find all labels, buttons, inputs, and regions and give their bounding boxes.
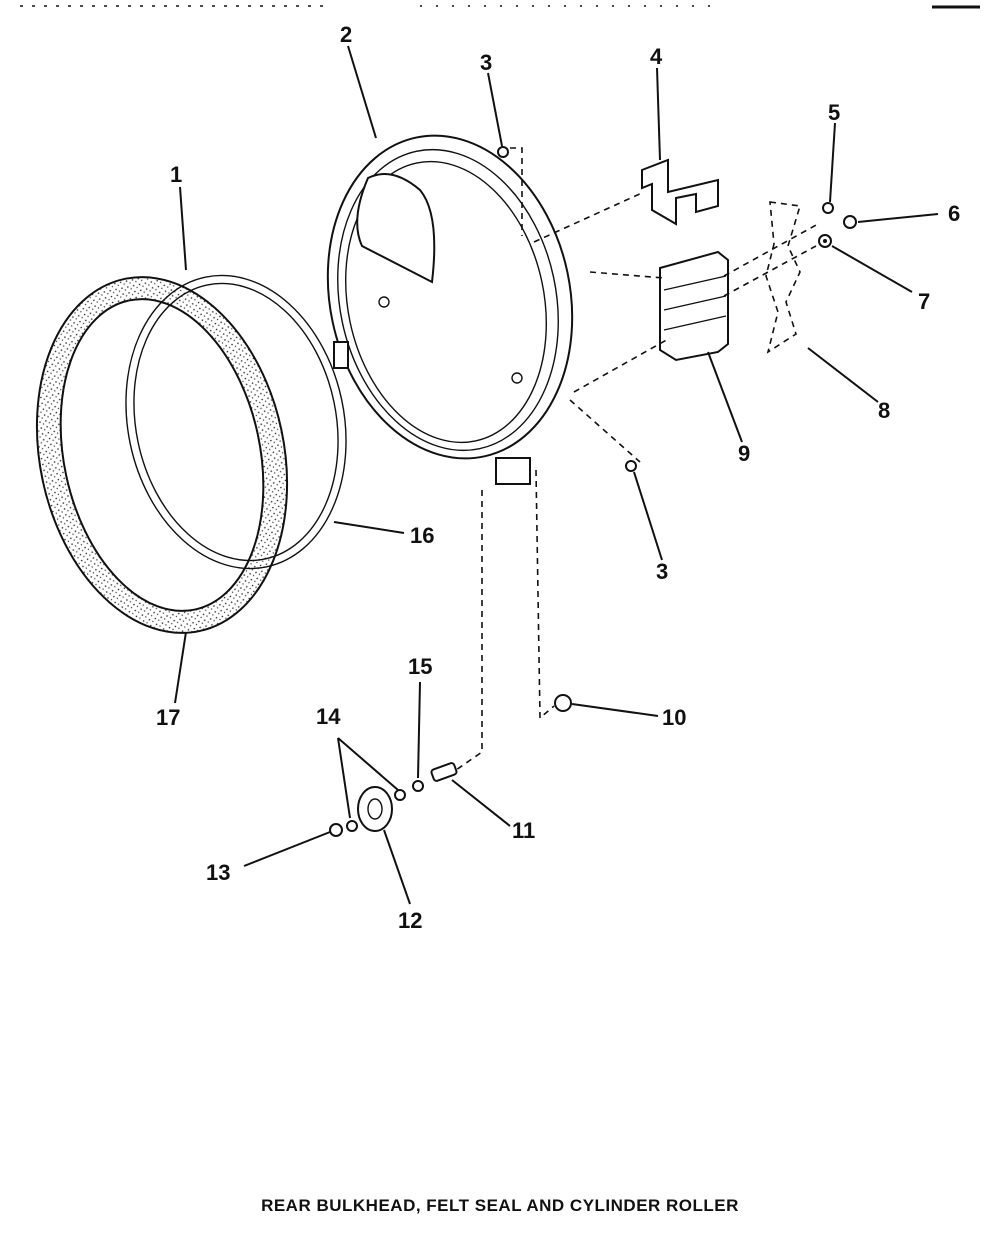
shaft-part-11 [430, 762, 458, 782]
bracket-part [641, 158, 719, 226]
washer-part-7 [818, 234, 832, 248]
callout-11: 11 [512, 818, 535, 843]
washer-part-14a [394, 789, 406, 801]
cover-plate-part [765, 201, 802, 354]
cylinder-ring-part [125, 274, 347, 570]
assembly-lines [455, 147, 819, 771]
callout-5: 5 [828, 100, 840, 125]
roller-part-12 [357, 786, 393, 832]
callout-13: 13 [206, 860, 230, 885]
nut-part-13 [329, 823, 343, 837]
hinge-bracket-part [659, 250, 729, 362]
diagram-caption: REAR BULKHEAD, FELT SEAL AND CYLINDER RO… [261, 1196, 739, 1215]
callout-15: 15 [408, 654, 432, 679]
callout-14: 14 [316, 704, 341, 729]
washer-part-15 [412, 780, 424, 792]
felt-seal-part [35, 276, 289, 634]
callout-4: 4 [650, 44, 663, 69]
callout-17: 17 [156, 705, 180, 730]
callout-12: 12 [398, 908, 422, 933]
callout-3-top: 3 [480, 50, 492, 75]
callout-3-bottom: 3 [656, 559, 668, 584]
callout-10: 10 [662, 705, 686, 730]
callout-2: 2 [340, 22, 352, 47]
callout-8: 8 [878, 398, 890, 423]
nut-part-6 [843, 215, 857, 229]
washer-part-14b [346, 820, 358, 832]
callout-16: 16 [410, 523, 434, 548]
callout-7: 7 [918, 289, 930, 314]
screw-part-lower [625, 460, 637, 472]
nut-part-10 [554, 694, 572, 712]
callout-6: 6 [948, 201, 960, 226]
leader-lines [174, 45, 939, 905]
screw-part-5 [822, 202, 834, 214]
scan-edge-marks [20, 5, 980, 9]
screw-part [497, 146, 509, 158]
rear-bulkhead-part [326, 134, 574, 485]
callout-labels: 1 2 3 4 5 6 7 8 9 3 10 11 12 13 14 15 16… [156, 22, 960, 933]
callout-9: 9 [738, 441, 750, 466]
callout-1: 1 [170, 162, 182, 187]
